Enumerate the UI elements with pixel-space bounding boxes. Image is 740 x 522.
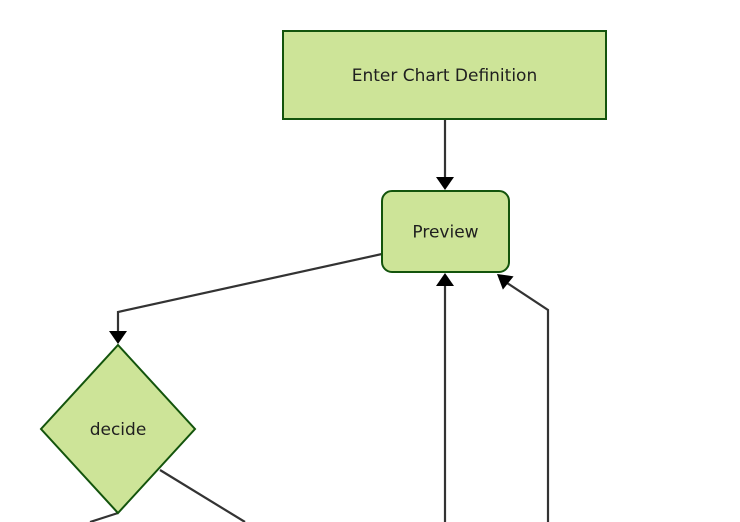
edge-edge-return-right-to-preview [497, 274, 550, 522]
edge-layer [89, 119, 550, 522]
edge-line [116, 252, 383, 336]
node-label: Enter Chart Definition [352, 66, 537, 86]
edge-edge-decide-bottom-out [89, 511, 119, 522]
edge-line [500, 278, 550, 522]
edge-line [159, 469, 246, 522]
arrow-head-icon [436, 176, 454, 190]
node-enter-chart-definition[interactable]: Enter Chart Definition [282, 30, 607, 120]
node-preview[interactable]: Preview [381, 190, 510, 273]
edge-edge-preview-to-decide [109, 252, 383, 344]
arrow-head-icon [436, 273, 454, 287]
node-shape-diamond[interactable] [39, 343, 197, 515]
node-decide[interactable]: decide [39, 343, 197, 515]
node-label: decide [90, 420, 147, 440]
arrow-head-icon [497, 274, 514, 290]
arrow-head-icon [109, 330, 127, 344]
edge-edge-return-center-to-preview [436, 273, 454, 522]
node-shape-rectangle[interactable] [282, 30, 607, 120]
edge-line [89, 511, 119, 522]
edge-edge-decide-right-out [159, 469, 246, 522]
edge-edge-enter-to-preview [436, 119, 454, 190]
node-label: Preview [412, 223, 478, 243]
node-shape-rounded-rectangle[interactable] [381, 190, 510, 273]
